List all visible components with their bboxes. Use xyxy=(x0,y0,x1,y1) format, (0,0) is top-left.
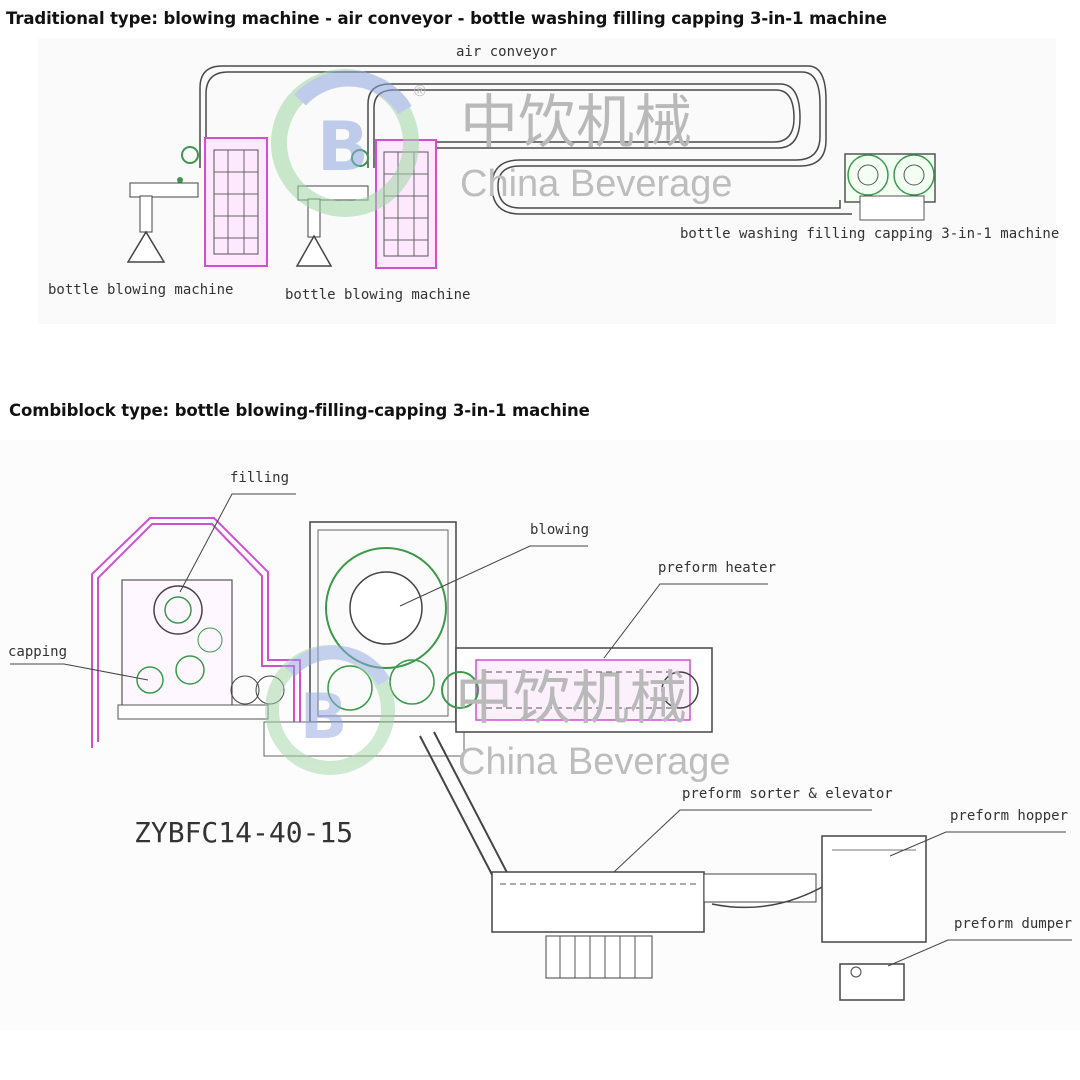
model-number: ZYBFC14-40-15 xyxy=(134,816,353,849)
capping-label: capping xyxy=(8,644,67,660)
watermark-chinese-1: 中饮机械 xyxy=(460,88,692,156)
watermark-english-2: China Beverage xyxy=(458,741,731,783)
filling-machine xyxy=(117,579,285,720)
preform-heater-label: preform heater xyxy=(658,560,776,576)
blowing-label: blowing xyxy=(530,522,589,538)
blowing-machine-label-1: bottle blowing machine xyxy=(48,282,233,298)
preform-sorter xyxy=(491,871,825,979)
traditional-type-title: Traditional type: blowing machine - air … xyxy=(6,9,887,28)
preform-dumper xyxy=(839,963,905,1001)
filling-label: filling xyxy=(230,470,289,486)
preform-dumper-label: preform dumper xyxy=(954,916,1072,932)
washing-filling-capping-machine xyxy=(844,153,936,221)
watermark-logo-1: B xyxy=(271,69,419,217)
washing-filling-capping-label: bottle washing filling capping 3-in-1 ma… xyxy=(680,226,1059,242)
air-conveyor-label: air conveyor xyxy=(456,44,557,60)
watermark-english-1: China Beverage xyxy=(460,163,733,205)
preform-hopper xyxy=(821,835,927,943)
preform-hopper-label: preform hopper xyxy=(950,808,1068,824)
combiblock-type-title: Combiblock type: bottle blowing-filling-… xyxy=(9,401,590,420)
bottle-blowing-machine-1 xyxy=(126,137,268,267)
blowing-machine-label-2: bottle blowing machine xyxy=(285,287,470,303)
svg-text:B: B xyxy=(300,680,347,753)
preform-elevator xyxy=(419,731,515,891)
svg-text:B: B xyxy=(317,108,369,187)
watermark-logo-2: B xyxy=(265,645,395,775)
callout-leaders xyxy=(10,493,1072,967)
watermark-registered-mark: ® xyxy=(414,83,426,100)
preform-sorter-label: preform sorter & elevator xyxy=(682,786,893,802)
watermark-chinese-2: 中饮机械 xyxy=(455,664,687,732)
preform-heater xyxy=(441,647,713,733)
